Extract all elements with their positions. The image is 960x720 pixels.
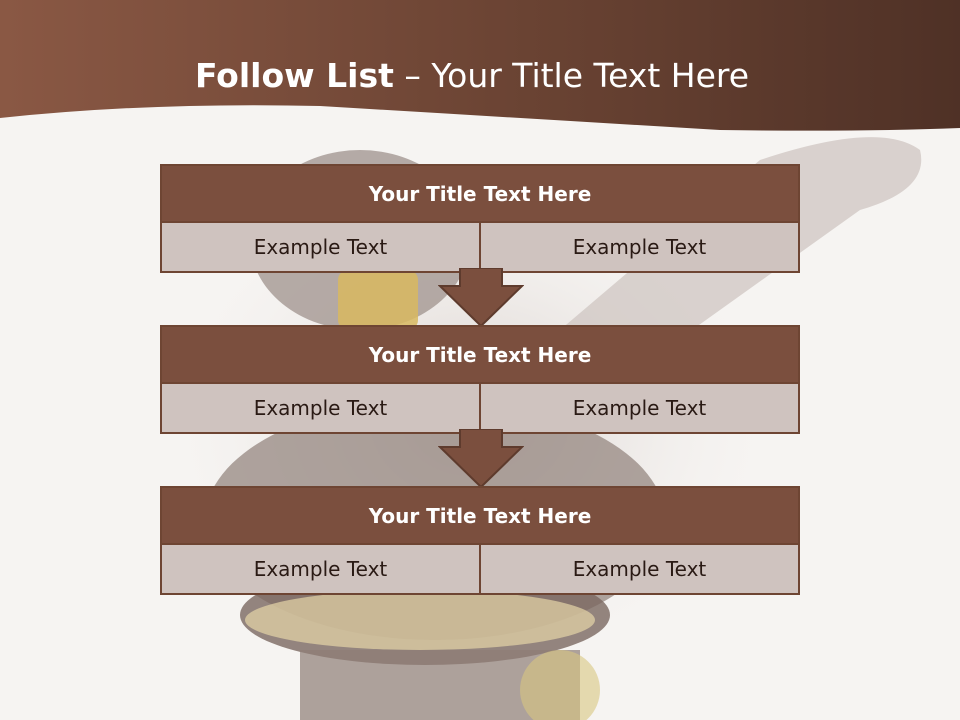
- block-title: Your Title Text Here: [162, 327, 798, 384]
- title-bold: Follow List: [194, 56, 394, 95]
- list-block-3: Your Title Text Here Example Text Exampl…: [160, 486, 800, 595]
- block-row: Example Text Example Text: [162, 545, 798, 593]
- title-rest: Your Title Text Here: [431, 56, 750, 95]
- list-block-2: Your Title Text Here Example Text Exampl…: [160, 325, 800, 434]
- block-row: Example Text Example Text: [162, 384, 798, 432]
- block-cell-left: Example Text: [162, 545, 479, 593]
- header-banner: [0, 0, 960, 131]
- block-cell-right: Example Text: [479, 545, 798, 593]
- title-separator: –: [404, 56, 421, 95]
- block-cell-left: Example Text: [162, 384, 479, 432]
- block-cell-right: Example Text: [479, 384, 798, 432]
- down-arrow-icon: [438, 429, 524, 489]
- down-arrow-icon: [438, 268, 524, 328]
- block-cell-left: Example Text: [162, 223, 479, 271]
- list-block-1: Your Title Text Here Example Text Exampl…: [160, 164, 800, 273]
- slide-title: Follow List – Your Title Text Here: [0, 54, 944, 98]
- block-title: Your Title Text Here: [162, 166, 798, 223]
- block-cell-right: Example Text: [479, 223, 798, 271]
- block-row: Example Text Example Text: [162, 223, 798, 271]
- block-title: Your Title Text Here: [162, 488, 798, 545]
